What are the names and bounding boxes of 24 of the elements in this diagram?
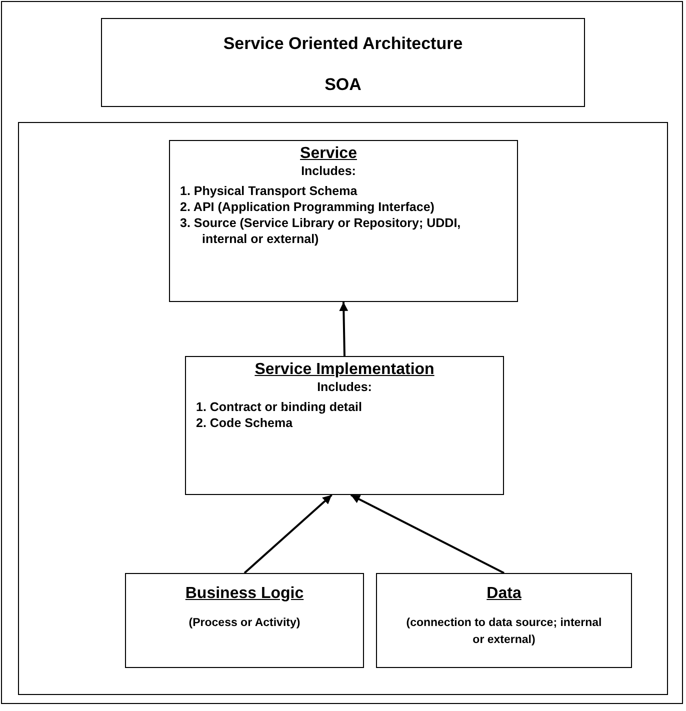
arrow [244, 494, 332, 574]
heading-text: Data [486, 584, 522, 603]
heading-text: Business Logic [185, 584, 304, 603]
description-text: (Process or Activity) [188, 616, 302, 631]
list-item: 1. Physical Transport Schema [180, 183, 358, 199]
description-text: (connection to data source; internal or external) [405, 616, 603, 648]
text-box [169, 140, 518, 302]
arrow [339, 302, 348, 356]
text-box [185, 356, 504, 495]
text-box [125, 573, 364, 668]
subheading-text: Includes: [300, 163, 357, 180]
arrow [350, 494, 504, 574]
heading-text: Service [300, 144, 357, 163]
heading-text: Service Implementation [254, 360, 434, 379]
list-item: 3. Source (Service Library or Repository; UDDI, internal or external) [180, 215, 462, 247]
text-box [376, 573, 632, 668]
subheading-text: Includes: [316, 379, 373, 396]
list-item: 1. Contract or binding detail [196, 399, 363, 415]
container-box [18, 122, 668, 695]
list-item: 2. API (Application Programming Interface) [180, 199, 436, 215]
list-item: 2. Code Schema [196, 415, 294, 431]
title-text: Service Oriented Architecture [223, 33, 463, 55]
subtitle-text: SOA [324, 74, 362, 96]
text-box [101, 18, 585, 107]
